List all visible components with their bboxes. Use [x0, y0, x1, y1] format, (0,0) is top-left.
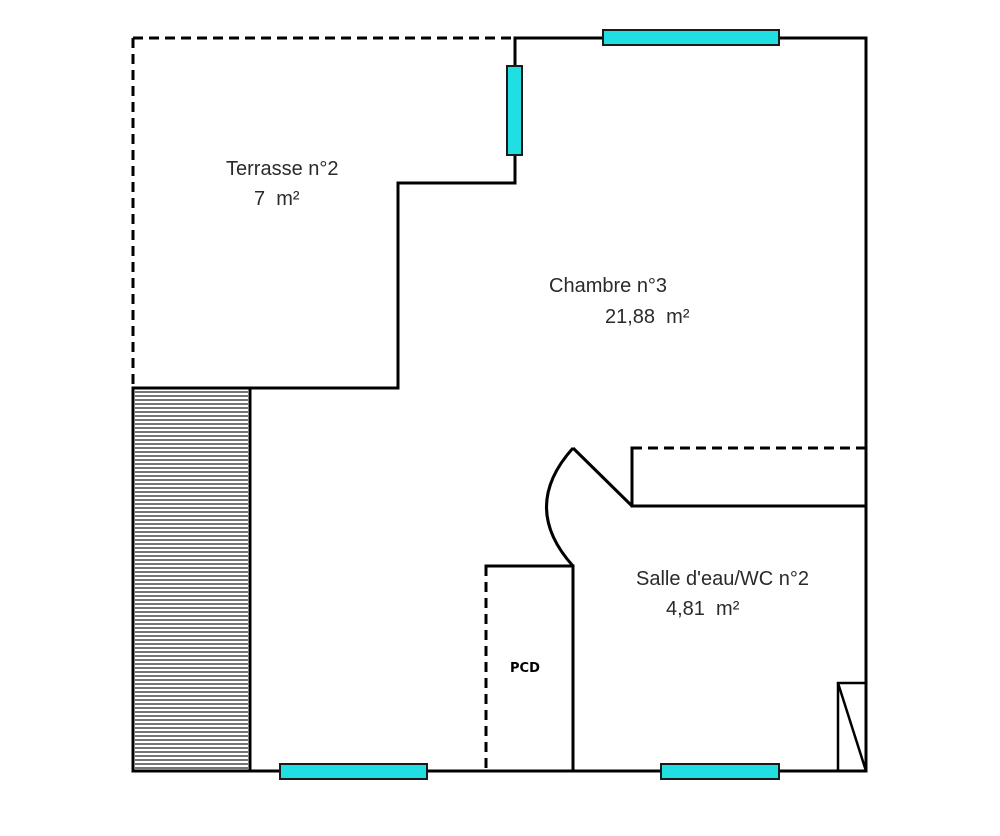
- window-terrace: [506, 65, 523, 156]
- salle-name: Salle d'eau/WC n°2: [636, 568, 809, 590]
- windows: [279, 29, 780, 780]
- terrasse-area: 7 m²: [254, 188, 300, 210]
- window-bottom-right: [660, 763, 780, 780]
- terrace-outline: [131, 36, 515, 388]
- chambre-name: Chambre n°3: [549, 275, 667, 297]
- pcd-label: PCD: [510, 661, 540, 676]
- chambre-area: 21,88 m²: [605, 306, 690, 328]
- dashed-partitions: [484, 446, 866, 771]
- stair-hatching: [135, 391, 248, 769]
- shower-fixture: [836, 681, 868, 773]
- window-bottom-left: [279, 763, 428, 780]
- door-swing: [545, 446, 634, 568]
- terrasse-name: Terrasse n°2: [226, 158, 339, 180]
- window-top: [602, 29, 780, 46]
- salle-area: 4,81 m²: [666, 598, 740, 620]
